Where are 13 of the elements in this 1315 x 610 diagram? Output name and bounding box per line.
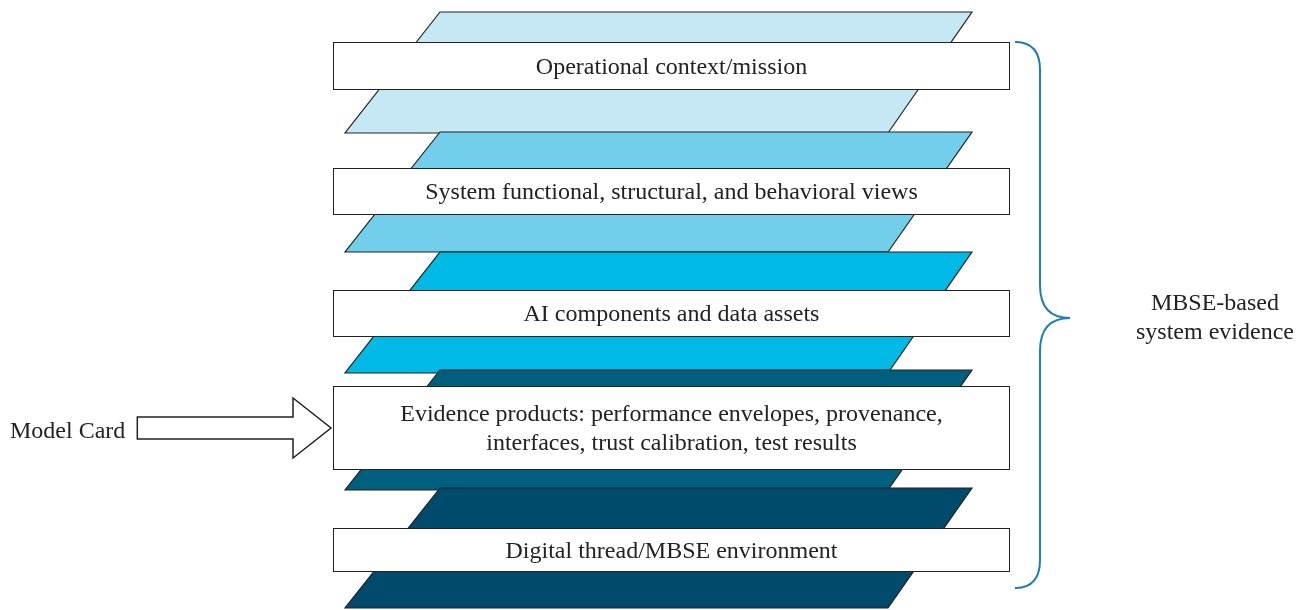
layer-box [333, 386, 1010, 470]
layer-label: Operational context/mission [535, 51, 808, 81]
brace-label: MBSE-based system evidence [1135, 288, 1295, 346]
layer-box [333, 168, 1010, 215]
layer-label: System functional, structural, and behavioral views [425, 177, 918, 206]
layer-label: AI components and data assets [523, 299, 820, 328]
layer-box [333, 290, 1010, 337]
block-arrow [136, 396, 333, 460]
layer-label: Evidence products: performance envelopes, provenance, interfaces, trust calibration, test results [399, 399, 944, 457]
layer-box [333, 528, 1010, 572]
layer-label: Digital thread/MBSE environment [505, 535, 838, 565]
input-label: Model Card [10, 416, 126, 445]
layer-box [333, 42, 1010, 90]
